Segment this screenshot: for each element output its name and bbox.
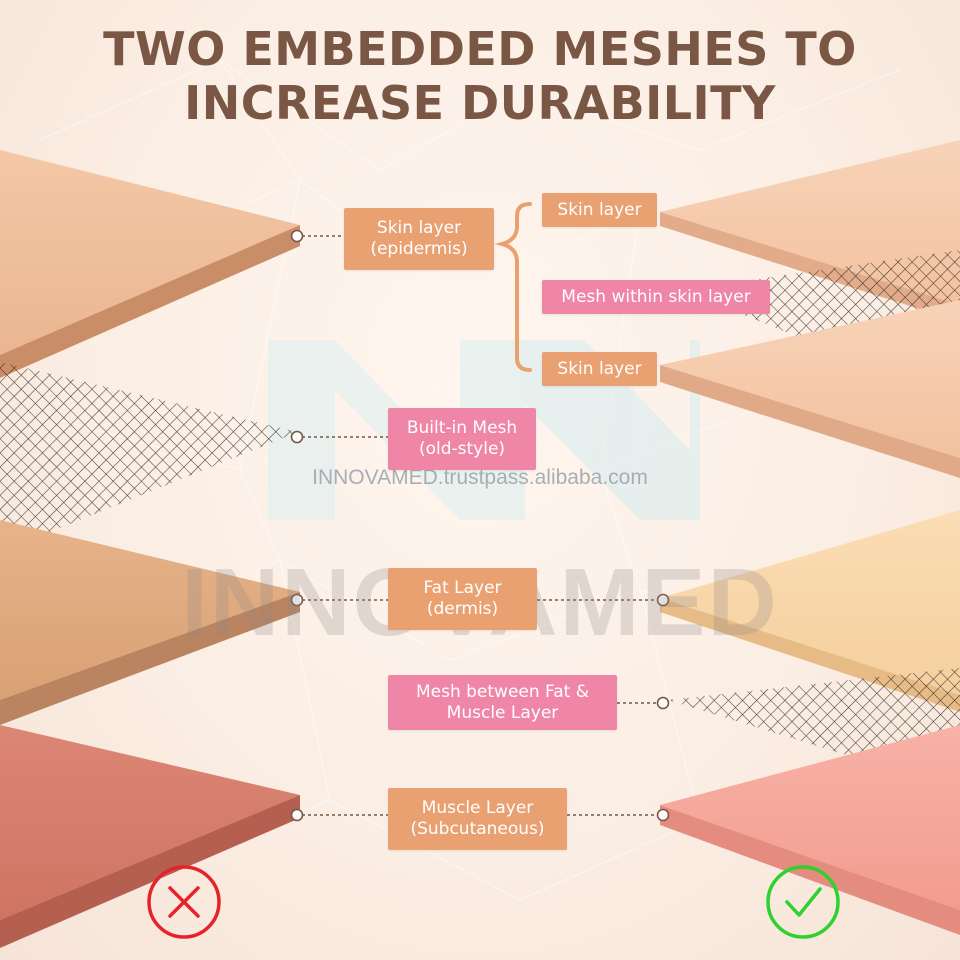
left-builtin-mesh <box>0 362 298 552</box>
title-line-2: INCREASE DURABILITY <box>184 76 776 130</box>
left-fat-layer <box>0 520 300 725</box>
x-circle-icon <box>147 865 221 939</box>
connector-dots <box>290 229 670 822</box>
watermark-url: INNOVAMED.trustpass.alibaba.com <box>312 466 648 489</box>
label-skin-layer-top: Skin layer <box>542 193 657 227</box>
left-muscle-layer <box>0 725 300 948</box>
label-mesh-within-skin: Mesh within skin layer <box>542 280 770 314</box>
right-muscle-layer <box>660 725 960 935</box>
label-muscle-layer: Muscle Layer (Subcutaneous) <box>388 788 567 850</box>
connector-lines <box>302 235 658 816</box>
title-line-1: TWO EMBEDDED MESHES TO <box>103 22 857 76</box>
left-skin-layer <box>0 150 300 378</box>
check-circle-icon <box>766 865 840 939</box>
label-skin-layer-epidermis: Skin layer (epidermis) <box>344 208 494 270</box>
bracket <box>494 202 532 372</box>
label-mesh-between: Mesh between Fat & Muscle Layer <box>388 675 617 730</box>
right-skin-layer-bottom <box>660 300 960 478</box>
label-skin-layer-bottom: Skin layer <box>542 352 657 386</box>
label-fat-layer: Fat Layer (dermis) <box>388 568 537 630</box>
label-builtin-mesh: Built-in Mesh (old-style) <box>388 408 536 470</box>
